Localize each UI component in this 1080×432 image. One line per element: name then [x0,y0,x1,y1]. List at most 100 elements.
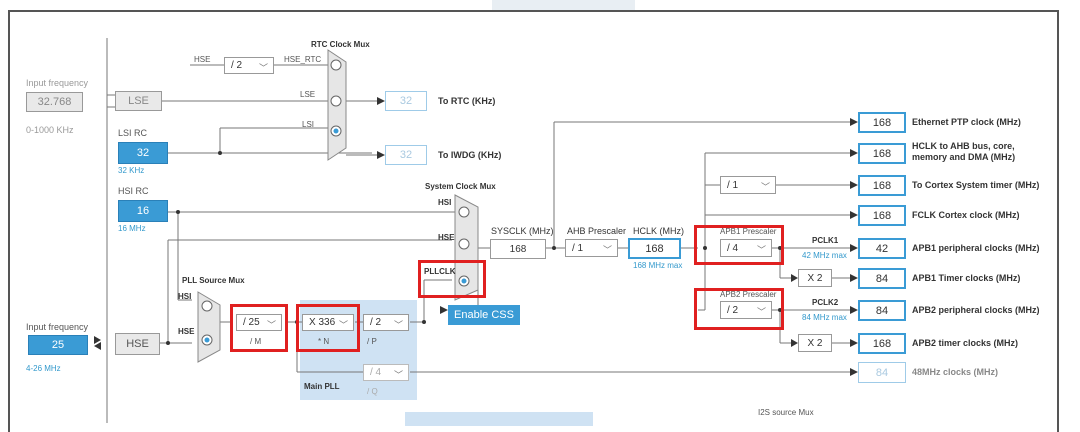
chevron-down-icon: ﹀ [266,320,276,330]
apb1-timer-label: APB1 Timer clocks (MHz) [912,273,1021,283]
hse-frequency-input[interactable]: 25 [28,335,88,355]
pll-m-label: / M [250,337,262,346]
apb2-timer-value[interactable]: 168 [858,333,906,354]
i2s-source-mux-label: I2S source Mux [758,408,814,417]
pll-source-mux-label: PLL Source Mux [182,276,245,285]
iwdg-output-label: To IWDG (KHz) [438,150,502,160]
rtc-output-value: 32 [385,91,427,111]
hclk-max-label: 168 MHz max [633,261,683,270]
lse-block[interactable]: LSE [115,91,162,111]
lse-mux-input-label: LSE [300,90,316,99]
apb1-prescaler-label: APB1 Prescaler [720,227,777,236]
ahb-prescaler-select[interactable]: / 1 ﹀ [565,239,618,257]
cortex-system-timer-value[interactable]: 168 [858,175,906,196]
hclk-value[interactable]: 168 [628,238,681,259]
apb1-prescaler-highlight [694,225,784,265]
rtc-output-label: To RTC (KHz) [438,96,496,106]
pll-p-label: / P [367,337,377,346]
chevron-down-icon: ﹀ [756,307,766,317]
pclk1-max-label: 42 MHz max [802,251,847,260]
pll-p-divider-select[interactable]: / 2 ﹀ [363,314,409,331]
apb1-peripheral-label: APB1 peripheral clocks (MHz) [912,243,1040,253]
lse-range-label: 0-1000 KHz [26,125,74,135]
cortex-timer-divider-value: / 1 [727,179,739,191]
cortex-system-timer-label: To Cortex System timer (MHz) [912,180,1040,190]
hse-rtc-source-label: HSE [194,55,211,64]
chevron-down-icon: ﹀ [393,320,403,330]
apb1-prescaler-value: / 4 [727,242,739,254]
apb2-peripheral-value[interactable]: 84 [858,300,906,321]
pll-q-value: / 4 [370,367,382,378]
fclk-cortex-value[interactable]: 168 [858,205,906,226]
iwdg-output-value: 32 [385,145,427,165]
pll-q-divider-select[interactable]: / 4 ﹀ [363,364,409,381]
apb2-prescaler-select[interactable]: / 2 ﹀ [720,301,772,319]
apb2-timer-label: APB2 timer clocks (MHz) [912,338,1019,348]
48mhz-clock-label: 48MHz clocks (MHz) [912,367,999,377]
pll-n-label: * N [318,337,330,346]
clock-tree-wires [94,38,858,423]
ahb-prescaler-label: AHB Prescaler [567,226,627,236]
rtc-hse-divider-value: / 2 [231,60,243,71]
ethernet-ptp-clock-value[interactable]: 168 [858,112,906,133]
chevron-down-icon: ﹀ [338,320,348,330]
pll-m-divider-select[interactable]: / 25 ﹀ [236,314,282,331]
pclk2-label: PCLK2 [812,298,839,307]
pll-p-value: / 2 [370,317,382,328]
hse-input-frequency-label: Input frequency [26,322,89,332]
pll-n-multiplier-select[interactable]: X 336﹀ [302,314,354,331]
main-pll-label: Main PLL [304,382,340,391]
apb2-peripheral-label: APB2 peripheral clocks (MHz) [912,305,1040,315]
ahb-prescaler-value: / 1 [572,242,584,254]
pll-m-value: / 25 [243,317,260,328]
hse-rtc-label: HSE_RTC [284,55,322,64]
pll-hsi-input-label: HSI [178,292,192,301]
pll-n-value: X 336 [309,317,336,328]
cortex-timer-divider-select[interactable]: / 1 ﹀ [720,176,776,194]
48mhz-clock-value: 84 [858,362,906,383]
pllclk-highlight [418,260,486,298]
pll-n-highlight [296,304,360,352]
apb1-timer-value[interactable]: 84 [858,268,906,289]
rtc-hse-divider-select[interactable]: / 2﹀ [224,57,274,74]
hsi-mhz-label: 16 MHz [118,224,146,233]
chevron-down-icon: ﹀ [760,182,770,192]
chevron-down-icon: ﹀ [602,245,612,255]
apb2-prescaler-value: / 2 [727,304,739,316]
apb1-timer-multiplier: X 2 [798,269,832,287]
hclk-label: HCLK (MHz) [633,226,684,236]
chevron-down-icon: ﹀ [756,245,766,255]
lsi-khz-label: 32 KHz [118,166,145,175]
pclk1-label: PCLK1 [812,236,839,245]
input-frequency-label: Input frequency [26,78,89,88]
ethernet-ptp-clock-label: Ethernet PTP clock (MHz) [912,117,1021,127]
pclk2-max-label: 84 MHz max [802,313,847,322]
enable-css-button[interactable]: Enable CSS [448,305,520,325]
sysclk-value: 168 [490,239,546,259]
top-tab-strip [492,0,635,12]
hse-range-label: 4-26 MHz [26,364,61,373]
hsi-block[interactable]: 16 [118,200,168,222]
hclk-ahb-value[interactable]: 168 [858,143,906,164]
pll-q-label: / Q [367,387,378,396]
pllclk-sys-input-label: PLLCLK [424,267,456,276]
apb2-timer-multiplier: X 2 [798,334,832,352]
pll-hse-input-label: HSE [178,327,195,336]
lsi-block[interactable]: 32 [118,142,168,164]
hse-block[interactable]: HSE [115,333,160,355]
pll-m-highlight [230,304,288,352]
rtc-clock-mux-label: RTC Clock Mux [311,40,370,49]
chevron-down-icon: ﹀ [393,370,403,380]
hclk-ahb-label: HCLK to AHB bus, core, memory and DMA (M… [912,141,1016,162]
apb2-prescaler-highlight [694,288,784,330]
system-clock-mux-label: System Clock Mux [425,182,496,191]
apb1-peripheral-value[interactable]: 42 [858,238,906,259]
hse-sys-input-label: HSE [438,233,455,242]
hsi-rc-label: HSI RC [118,186,149,196]
fclk-cortex-label: FCLK Cortex clock (MHz) [912,210,1020,220]
sysclk-label: SYSCLK (MHz) [491,226,554,236]
lse-frequency-input[interactable]: 32.768 [26,92,83,112]
lsi-rc-label: LSI RC [118,128,148,138]
lsi-mux-input-label: LSI [302,120,315,129]
apb1-prescaler-select[interactable]: / 4 ﹀ [720,239,772,257]
